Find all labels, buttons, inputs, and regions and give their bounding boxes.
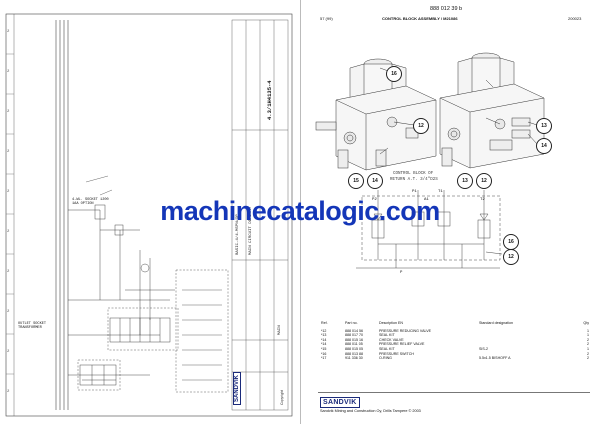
- table-cell: PRESSURE SWITCH: [379, 351, 414, 356]
- table-cell: 888 014 56: [345, 328, 363, 333]
- grid-number: 2: [7, 310, 10, 314]
- circuit-diagram-sheet: 2 2 2 2 2 2 2 2 2 2 4-WL. SOCKET 1200 1A…: [5, 0, 301, 424]
- footer-rule: [318, 392, 590, 393]
- grid-number: 2: [7, 390, 10, 394]
- callout-balloon: 13: [457, 173, 473, 189]
- grid-number: 2: [7, 150, 10, 154]
- table-cell: PRESSURE RELIEF VALVE: [379, 342, 425, 347]
- column-header: Part no.: [345, 321, 358, 325]
- port-label: P1: [412, 190, 417, 194]
- callout-balloon: 14: [536, 138, 552, 154]
- table-cell: 5.5x1.5 BISHOFF A: [479, 356, 511, 361]
- port-label: T2: [480, 198, 485, 202]
- table-cell: 1: [587, 346, 589, 351]
- port-label: T1: [438, 190, 443, 194]
- table-cell: PRESSURE REDUCING VALVE: [379, 328, 431, 333]
- table-cell: 888 015 16: [345, 337, 363, 342]
- callout-balloon: 12: [503, 249, 519, 265]
- table-cell: *14: [321, 342, 327, 347]
- callout-balloon: 14: [367, 173, 383, 189]
- table-row: *17 911 336 30 O-RING 5.5x1.5 BISHOFF A …: [320, 356, 590, 361]
- column-header: Description EN: [379, 321, 403, 325]
- grid-number: 2: [7, 110, 10, 114]
- table-cell: 888 013 88: [345, 351, 363, 356]
- table-cell: 888 015 05: [345, 346, 363, 351]
- drawing-note: RETURN A.T. 3/4"D2S: [390, 178, 438, 182]
- table-row: *12 888 014 56 PRESSURE REDUCING VALVE 1: [320, 329, 590, 334]
- watermark: machinecatalogic.com: [160, 196, 440, 226]
- column-header: Qty: [583, 321, 589, 325]
- table-cell: *16: [321, 351, 327, 356]
- grid-number: 2: [7, 230, 10, 234]
- table-cell: 2: [587, 337, 589, 342]
- column-header: Ref.: [321, 321, 328, 325]
- callout-balloon: 12: [413, 118, 429, 134]
- table-header-row: Ref. Part no. Description EN Standard de…: [320, 321, 590, 326]
- table-cell: CHECK VALVE: [379, 337, 404, 342]
- table-row: *14 888 011 05 PRESSURE RELIEF VALVE 2: [320, 342, 590, 347]
- table-row: *14 888 015 16 CHECK VALVE 2: [320, 338, 590, 343]
- table-cell: O-RING: [379, 356, 392, 361]
- outlet-label: OUTLET SOCKET TRANSFORMER: [18, 322, 47, 331]
- table-cell: 911 336 30: [345, 356, 363, 361]
- table-cell: *17: [321, 356, 327, 361]
- date-code: 200023: [568, 16, 582, 21]
- table-cell: 2: [587, 342, 589, 347]
- grid-number: 2: [7, 30, 10, 34]
- table-row: *15 888 015 05 SEAL KIT SIS-2 1: [320, 347, 590, 352]
- sheet-label: MAIN: [278, 325, 282, 335]
- callout-balloon: 13: [536, 118, 552, 134]
- callout-balloon: 16: [503, 234, 519, 250]
- parts-table: Ref. Part no. Description EN Standard de…: [320, 321, 590, 361]
- table-cell: 1: [587, 333, 589, 338]
- drawing-number: 4.3/1H4135-4: [266, 80, 273, 120]
- table-cell: 888 011 05: [345, 342, 363, 347]
- table-cell: 1: [587, 328, 589, 333]
- table-cell: *14: [321, 337, 327, 342]
- table-cell: *15: [321, 346, 327, 351]
- grid-number: 2: [7, 350, 10, 354]
- supply-label: 4-WL. SOCKET 1200 1AA OPTION: [72, 198, 109, 207]
- sandvik-logo: SANDVIK: [320, 397, 360, 408]
- grid-number: 2: [7, 70, 10, 74]
- table-cell: SEAL KIT: [379, 346, 395, 351]
- table-cell: *12: [321, 328, 327, 333]
- callout-balloon: 16: [386, 66, 402, 82]
- page-title: CONTROL BLOCK ASSEMBLY / M21086: [382, 16, 458, 21]
- sandvik-logo: SANDVIK: [233, 371, 241, 405]
- table-row: *13 888 017 70 SEAL KIT 1: [320, 333, 590, 338]
- callout-balloon: 15: [348, 173, 364, 189]
- page-reference: 57 (99): [320, 16, 333, 21]
- table-cell: 2: [587, 351, 589, 356]
- port-label: P2: [372, 198, 377, 202]
- circuit-schematic: [5, 13, 293, 417]
- port-label: P: [400, 271, 403, 275]
- footer-text: Sandvik Mining and Construction Oy, Dril…: [320, 409, 421, 413]
- table-cell: SIS-2: [479, 346, 488, 351]
- table-row: *16 888 013 88 PRESSURE SWITCH 2: [320, 352, 590, 357]
- column-header: Standard designation: [479, 321, 513, 325]
- table-cell: SEAL KIT: [379, 333, 395, 338]
- copyright-label: Copyright: [280, 390, 284, 405]
- drawing-note: CONTROL BLOCK OF: [393, 172, 434, 176]
- table-cell: *13: [321, 333, 327, 338]
- table-cell: 888 017 70: [345, 333, 363, 338]
- table-cell: 2: [587, 356, 589, 361]
- catalog-part-number: 888 012 39 b: [430, 6, 463, 12]
- callout-balloon: 12: [476, 173, 492, 189]
- grid-number: 2: [7, 190, 10, 194]
- grid-number: 2: [7, 270, 10, 274]
- port-label: A1: [424, 198, 429, 202]
